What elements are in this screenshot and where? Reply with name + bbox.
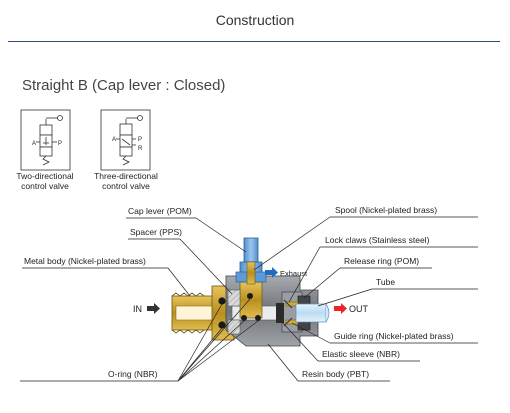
out-label: OUT	[349, 304, 369, 314]
spacer-label: Spacer (PPS)	[130, 227, 182, 237]
tube-label: Tube	[376, 277, 395, 287]
caption-line: Three-directional	[94, 171, 158, 181]
caption-line: Two-directional	[16, 171, 74, 181]
title-divider	[8, 41, 500, 42]
page-title: Construction	[215, 12, 295, 28]
caption-line: control valve	[102, 181, 150, 191]
spool-label: Spool (Nickel-plated brass)	[335, 205, 437, 215]
cap-lever-label: Cap lever (POM)	[128, 206, 192, 216]
port-a-label: A	[32, 141, 36, 147]
in-label: IN	[133, 304, 142, 314]
o-ring-label: O-ring (NBR)	[108, 369, 158, 379]
port-r-label: R	[138, 146, 143, 152]
port-p-label: P	[138, 137, 142, 143]
fitting-cross-section	[171, 237, 330, 347]
out-arrow	[334, 303, 347, 314]
two-directional-valve-symbol: A P	[20, 109, 71, 171]
caption-line: control valve	[21, 181, 69, 191]
elastic-sleeve-label: Elastic sleeve (NBR)	[322, 349, 400, 359]
in-arrow	[147, 303, 160, 314]
exhaust-label: Exhaust	[280, 269, 308, 278]
section-title: Straight B (Cap lever : Closed)	[22, 77, 226, 94]
leader-lines	[20, 216, 478, 382]
tube-shape	[295, 303, 327, 323]
guide-ring-label: Guide ring (Nickel-plated brass)	[334, 331, 454, 341]
port-a-label: A	[112, 137, 116, 143]
exhaust-arrow	[265, 267, 278, 278]
port-p-label: P	[58, 141, 62, 147]
three-directional-valve-caption: Three-directional control valve	[88, 171, 164, 191]
two-directional-valve-caption: Two-directional control valve	[10, 171, 80, 191]
resin-body-label: Resin body (PBT)	[302, 369, 369, 379]
three-directional-valve-symbol: A P R	[100, 109, 151, 171]
release-ring-label: Release ring (POM)	[344, 256, 419, 266]
metal-body-label: Metal body (Nickel-plated brass)	[24, 256, 146, 266]
lock-claws-label: Lock claws (Stainless steel)	[325, 235, 430, 245]
